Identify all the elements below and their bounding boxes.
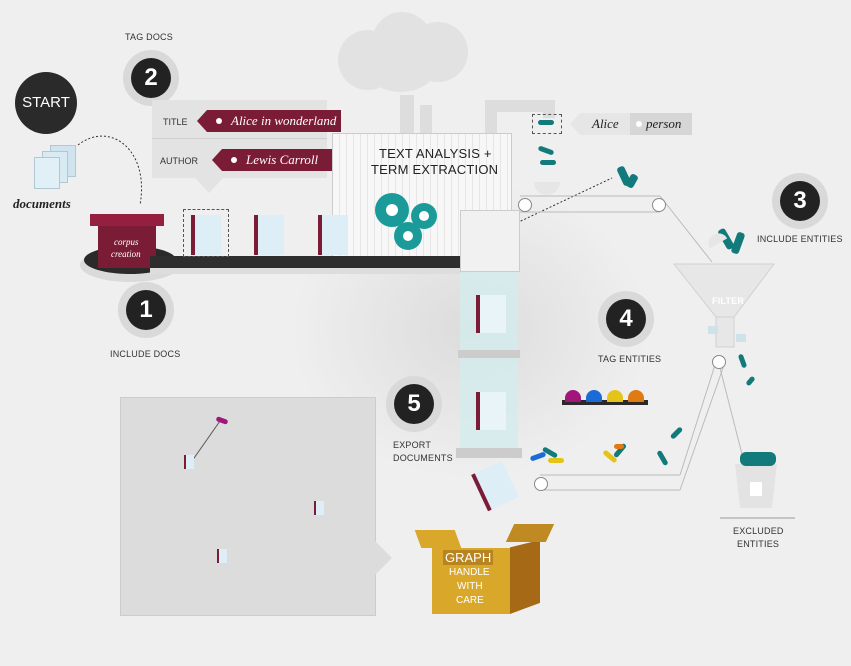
graph-box-side <box>510 540 540 614</box>
entity-capsule-icon <box>740 452 776 466</box>
machine-label-2: TERM EXTRACTION <box>371 162 499 177</box>
entity-type-tag: person <box>630 113 692 135</box>
roller-icon <box>712 355 726 369</box>
step-2-label: TAG DOCS <box>125 32 173 42</box>
document-icon <box>318 215 348 255</box>
corpus-box-label-2: creation <box>111 249 141 259</box>
tagged-entity-group <box>529 446 566 470</box>
graph-box-line-3: CARE <box>456 595 484 606</box>
title-value: Alice in wonderland <box>231 113 337 128</box>
step-5-label-2: DOCUMENTS <box>393 453 453 463</box>
tagged-entity-group <box>600 442 634 470</box>
smoke-cloud <box>338 12 478 102</box>
bowl-icon <box>534 182 560 195</box>
step-3-badge: 3 <box>772 173 828 229</box>
trash-icon <box>750 482 762 496</box>
corpus-box-label-1: corpus <box>114 237 139 247</box>
check-icon <box>708 326 718 334</box>
entity-tag-pointer <box>570 113 580 135</box>
cross-icon <box>736 334 746 342</box>
document-icon <box>476 295 506 333</box>
excluded-label-2: ENTITIES <box>737 539 780 549</box>
graph-box-line-2: WITH <box>457 581 483 592</box>
graph-preview-panel <box>120 397 376 616</box>
tag-hole-icon <box>231 157 237 163</box>
tag-bulb-yellow <box>607 390 623 402</box>
entity-capsule-icon <box>538 120 554 125</box>
step-2-badge: 2 <box>123 50 179 106</box>
documents-label: documents <box>13 196 71 211</box>
author-tag: Lewis Carroll <box>212 149 336 171</box>
title-key: TITLE <box>163 117 188 127</box>
author-key: AUTHOR <box>160 156 198 166</box>
chimney <box>420 105 432 140</box>
filter-label: FILTER <box>712 296 745 306</box>
step-1-label: INCLUDE DOCS <box>110 349 181 359</box>
conveyor-belt <box>150 256 510 268</box>
tag-hole-icon <box>636 121 642 127</box>
tube-base <box>456 448 522 458</box>
tube-ring <box>458 350 520 358</box>
step-5-badge: 5 <box>386 376 442 432</box>
graph-preview-pointer <box>374 540 392 576</box>
document-icon <box>254 215 284 255</box>
entity-capsule-icon <box>540 160 556 165</box>
pipe <box>543 100 555 118</box>
graph-document-node <box>217 549 227 563</box>
pipe <box>485 100 497 140</box>
step-1-number: 1 <box>126 290 166 330</box>
pipe <box>485 100 555 112</box>
machine-label-1: TEXT ANALYSIS + <box>379 146 492 161</box>
step-5-label-1: EXPORT <box>393 440 432 450</box>
doc-tag-card-pointer <box>195 178 223 193</box>
roller-icon <box>534 477 548 491</box>
author-value: Lewis Carroll <box>246 152 319 167</box>
step-1-badge: 1 <box>118 282 174 338</box>
roller-icon <box>652 198 666 212</box>
document-icon <box>191 215 221 255</box>
title-tag: Alice in wonderland <box>197 110 341 132</box>
tag-bulb-magenta <box>565 390 581 402</box>
graph-box-flap <box>414 530 462 548</box>
entity-name: Alice <box>592 116 619 131</box>
start-label: START <box>22 94 70 111</box>
graph-box-line-1: HANDLE <box>449 567 490 578</box>
graph-box-flap <box>505 524 555 542</box>
start-circle: START <box>15 72 77 134</box>
color-tagger-rack <box>562 400 648 405</box>
corpus-box <box>98 222 156 268</box>
entity-frame <box>532 114 562 134</box>
tag-hole-icon <box>216 118 222 124</box>
graph-edges <box>191 420 221 462</box>
step-4-number: 4 <box>606 299 646 339</box>
gears-icon <box>375 193 437 250</box>
entity-name-tag: Alice <box>580 113 630 135</box>
corpus-box-lid <box>90 214 164 226</box>
tube-cap <box>460 210 520 272</box>
document-icon <box>476 392 506 430</box>
tag-bulb-orange <box>628 390 644 402</box>
step-5-number: 5 <box>394 384 434 424</box>
step-3-number: 3 <box>780 181 820 221</box>
graph-box-title: GRAPH <box>443 550 494 565</box>
step-3-label: INCLUDE ENTITIES <box>757 234 843 244</box>
filter-funnel-icon <box>672 263 776 348</box>
step-4-badge: 4 <box>598 291 654 347</box>
documents-stack-icon <box>32 143 88 189</box>
graph-document-node <box>314 501 324 515</box>
tag-bulb-blue <box>586 390 602 402</box>
chimney <box>400 95 414 140</box>
entity-type: person <box>646 116 682 131</box>
step-4-label: TAG ENTITIES <box>598 354 662 364</box>
graph-document-node <box>184 455 194 469</box>
selected-document-frame <box>183 209 229 257</box>
step-2-number: 2 <box>131 58 171 98</box>
roller-icon <box>518 198 532 212</box>
excluded-label-1: EXCLUDED <box>733 526 784 536</box>
conveyor-belt-base <box>150 268 470 274</box>
